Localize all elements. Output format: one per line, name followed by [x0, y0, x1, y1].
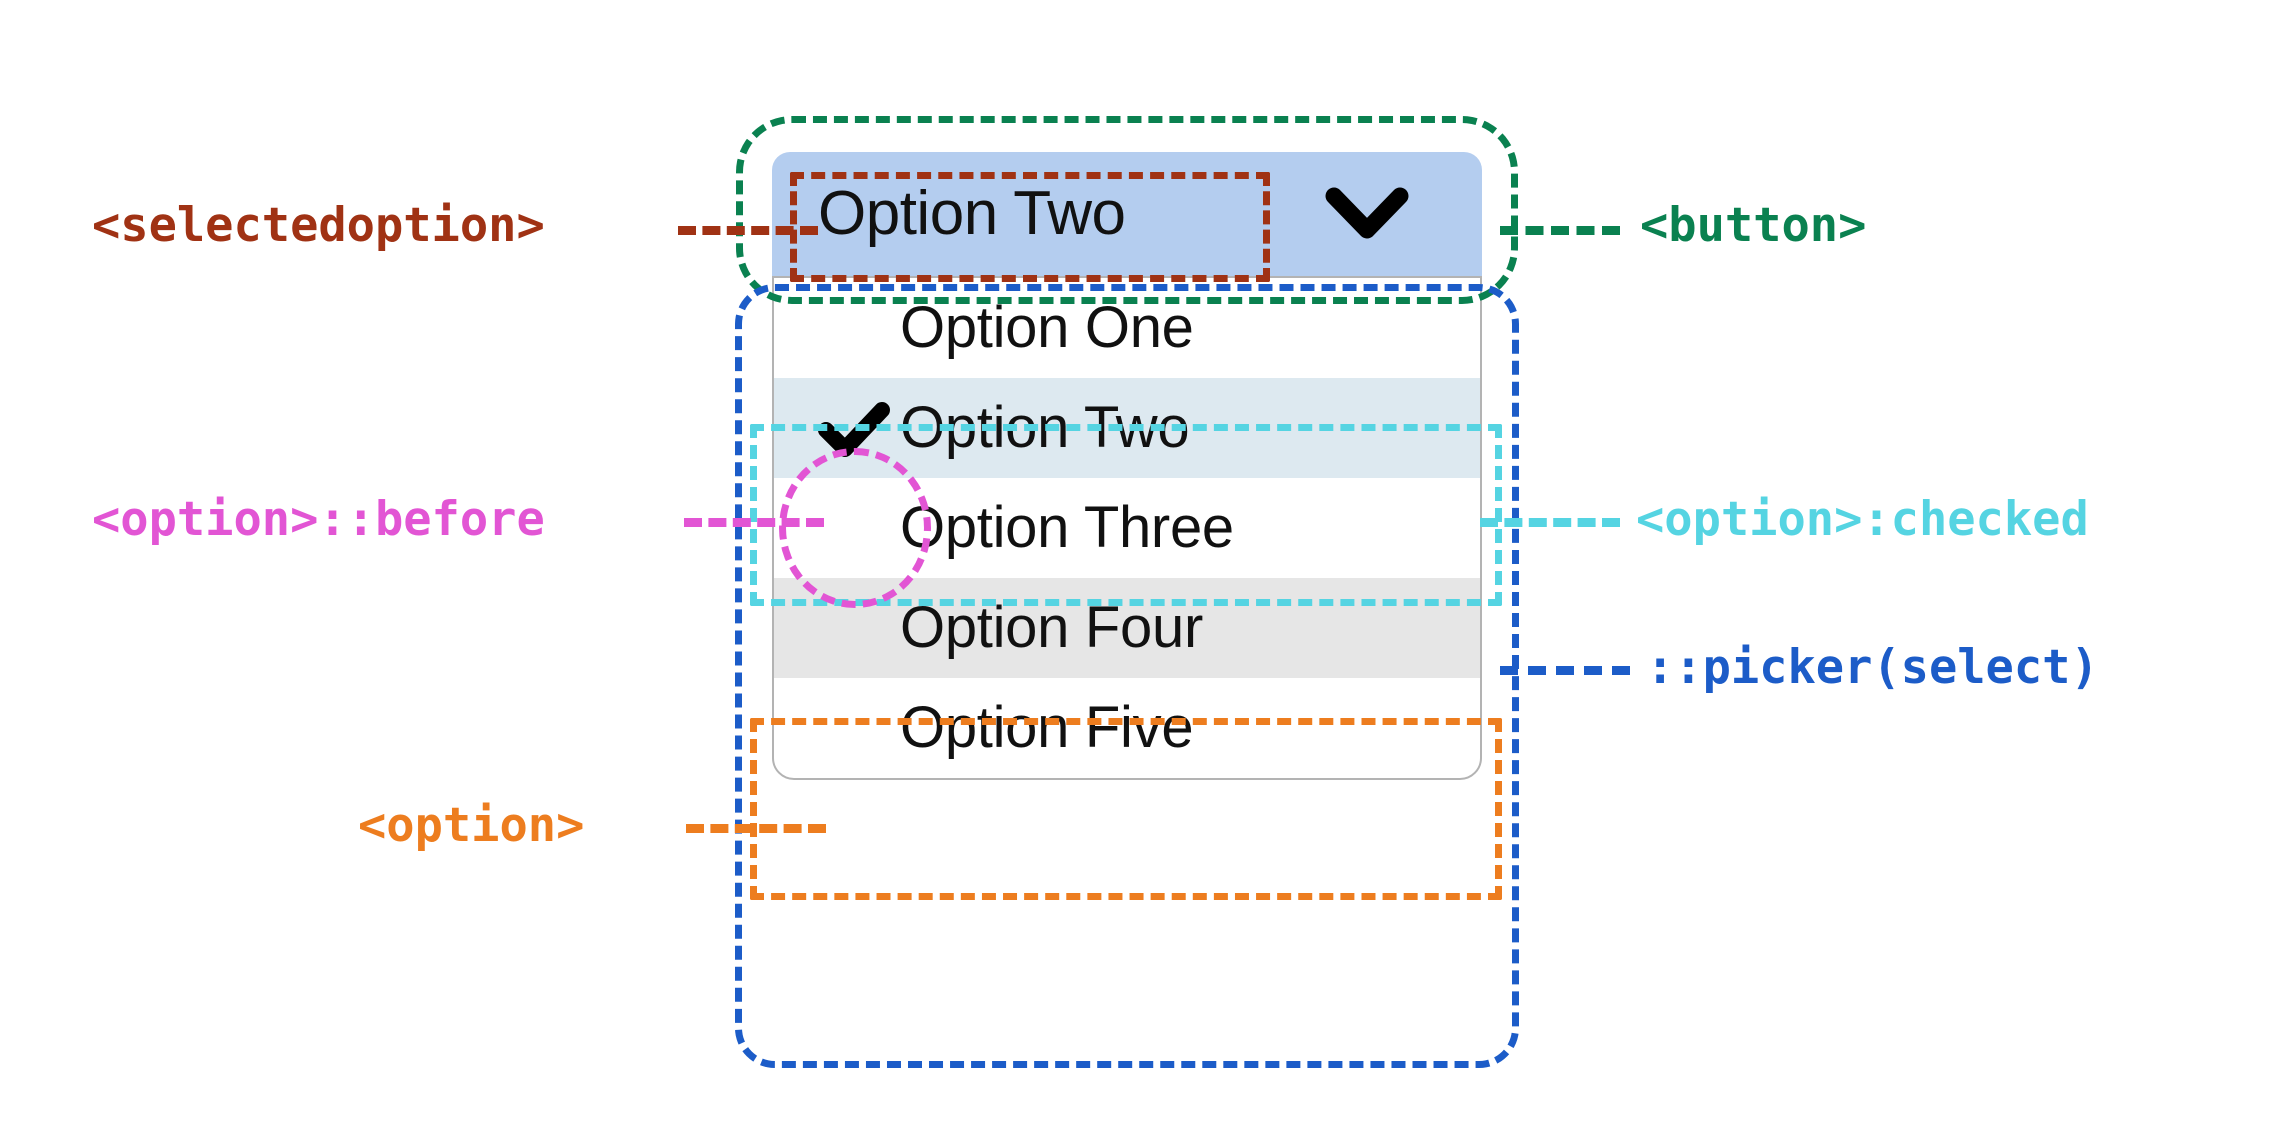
option-listbox[interactable]: Option One Option Two Option Three Optio…: [772, 276, 1482, 780]
selectedoption-text: Option Two: [818, 179, 1126, 248]
option-label: Option One: [900, 295, 1194, 360]
leader-line-option: [686, 824, 826, 833]
label-option-before: <option>::before: [92, 492, 545, 547]
leader-line-picker-select: [1500, 666, 1630, 675]
list-item[interactable]: Option Four: [774, 578, 1480, 678]
label-picker-select: ::picker(select): [1646, 640, 2099, 695]
option-label: Option Four: [900, 595, 1203, 660]
check-icon: [818, 397, 892, 459]
chevron-down-icon: [1324, 184, 1410, 244]
label-option-checked: <option>:checked: [1636, 492, 2089, 547]
list-item[interactable]: Option Two: [774, 378, 1480, 478]
label-button: <button>: [1640, 198, 1867, 253]
leader-line-button: [1500, 226, 1620, 235]
select-widget: Option Two Option One Option Two: [772, 152, 1482, 780]
list-item[interactable]: Option One: [774, 278, 1480, 378]
label-option: <option>: [358, 798, 585, 853]
list-item[interactable]: Option Three: [774, 478, 1480, 578]
option-label: Option Three: [900, 495, 1234, 560]
leader-line-option-checked: [1480, 518, 1620, 527]
option-label: Option Five: [900, 695, 1194, 760]
select-button[interactable]: Option Two: [772, 152, 1482, 276]
label-selectedoption: <selectedoption>: [92, 198, 545, 253]
list-item[interactable]: Option Five: [774, 678, 1480, 778]
